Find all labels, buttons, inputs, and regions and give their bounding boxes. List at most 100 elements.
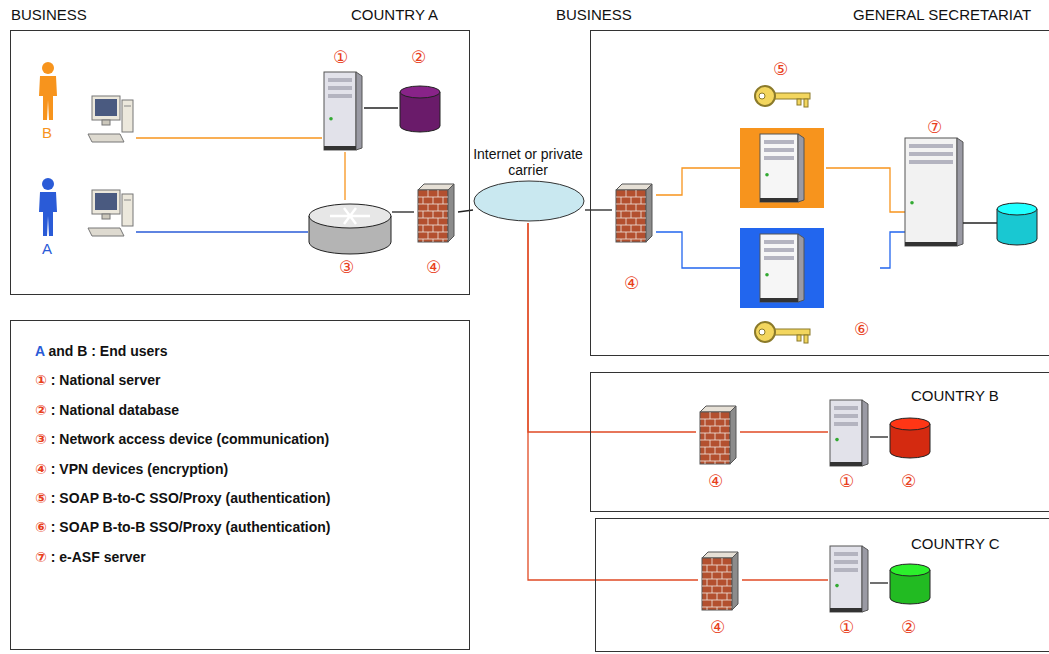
network-cloud: Internet or private carrier	[473, 146, 585, 223]
connector	[528, 223, 698, 580]
legend-text: ③ : Network access device (communication…	[35, 431, 329, 447]
callout-number: ③	[339, 258, 354, 278]
callout-number: ④	[426, 258, 441, 278]
region-heading: BUSINESS	[11, 6, 87, 23]
text-slot: COUNTRY A	[351, 6, 438, 23]
legend-text: ① : National server	[35, 372, 160, 388]
vpn-device: ④	[414, 182, 458, 280]
legend-text: ⑦ : e-ASF server	[35, 549, 146, 565]
callout-number: ⑦	[927, 118, 942, 138]
callout-number: ①	[839, 618, 854, 638]
text-slot: ④	[624, 274, 639, 294]
region-heading: GENERAL SECRETARIAT	[853, 6, 1031, 23]
text-slot: BUSINESS	[556, 6, 632, 23]
connector	[870, 582, 888, 583]
text-slot: COUNTRY C	[911, 535, 1000, 552]
user-label: B	[42, 124, 52, 141]
legend-row: ⑦ : e-ASF server	[35, 549, 146, 565]
region-box: B①②A③④BUSINESSCOUNTRY A	[10, 30, 470, 295]
legend-row: ① : National server	[35, 372, 160, 388]
callout-number: ②	[411, 48, 426, 68]
b2b-proxy: ⑥	[740, 228, 880, 348]
text-slot: A	[42, 240, 52, 257]
connector	[364, 107, 398, 108]
text-slot: COUNTRY B	[911, 387, 999, 404]
legend-row: ④ : VPN devices (encryption)	[35, 461, 228, 477]
legend-text: ⑥ : SOAP B-to-B SSO/Proxy (authenticatio…	[35, 519, 331, 535]
region-box: ④ ① ② COUNTRY B	[590, 372, 1049, 512]
callout-number: ①	[839, 472, 854, 492]
legend-text: ② : National database	[35, 402, 179, 418]
region-box: ④ ① ② COUNTRY C	[595, 518, 1049, 652]
region-heading: BUSINESS	[556, 6, 632, 23]
legend-text: A and B : End users	[35, 343, 168, 359]
national-server: ①	[828, 546, 870, 642]
text-slot: ①	[839, 472, 854, 492]
text-slot: ②	[901, 618, 916, 638]
region-heading: COUNTRY C	[911, 535, 1000, 552]
text-slot: B	[42, 124, 52, 141]
callout-number: ②	[901, 472, 916, 492]
device-icon	[905, 118, 1039, 248]
connector	[656, 232, 740, 268]
text-slot: GENERAL SECRETARIAT	[853, 6, 1031, 23]
connector	[870, 436, 888, 437]
legend-text: ⑤ : SOAP B-to-C SSO/Proxy (authenticatio…	[35, 490, 331, 506]
national-server: ①	[322, 48, 364, 152]
legend-row: ② : National database	[35, 402, 179, 418]
legend-row: ⑥ : SOAP B-to-B SSO/Proxy (authenticatio…	[35, 519, 331, 535]
connector	[742, 579, 828, 580]
callout-number: ②	[901, 618, 916, 638]
text-slot: ⑦	[927, 118, 942, 138]
callout-number: ④	[710, 618, 725, 638]
callout-number: ④	[708, 472, 723, 492]
connector	[458, 210, 473, 212]
text-slot: BUSINESS	[11, 6, 87, 23]
end-user: A	[36, 172, 136, 264]
text-slot: ⑥	[854, 320, 869, 340]
connector	[136, 231, 308, 232]
connector	[880, 232, 905, 268]
connector	[136, 137, 322, 138]
legend-box: A and B : End users ① : National server ② …	[10, 320, 470, 650]
national-server: ①	[828, 400, 870, 496]
cloud-label: Internet or private carrier	[473, 146, 583, 178]
callout-number: ①	[333, 48, 348, 68]
connector	[740, 431, 828, 432]
text-slot: ⑤	[773, 60, 788, 80]
b2c-proxy: ⑤	[740, 60, 826, 210]
text-slot: Internet or private carrier	[473, 146, 583, 178]
connector	[656, 168, 740, 195]
region-heading: COUNTRY A	[351, 6, 438, 23]
connector	[344, 152, 345, 200]
device-icon	[740, 60, 826, 210]
vpn-device: ④	[696, 404, 740, 496]
network-access-device: ③	[308, 200, 392, 280]
text-slot: ③	[339, 258, 354, 278]
connector	[826, 168, 905, 212]
callout-number: ⑥	[854, 320, 869, 340]
vpn-device: ④	[698, 550, 742, 642]
connector	[528, 223, 696, 432]
callout-number: ④	[624, 274, 639, 294]
vpn-device: ④	[612, 182, 656, 296]
legend-row: A and B : End users	[35, 343, 168, 359]
text-slot: ④	[708, 472, 723, 492]
end-user: B	[36, 56, 136, 146]
region-heading: COUNTRY B	[911, 387, 999, 404]
connector	[392, 211, 414, 212]
callout-number: ⑤	[773, 60, 788, 80]
legend-row: ⑤ : SOAP B-to-C SSO/Proxy (authenticatio…	[35, 490, 331, 506]
national-database: ②	[398, 48, 444, 134]
region-box: ④⑤⑥⑦BUSINESSGENERAL SECRETARIAT	[590, 30, 1049, 356]
national-database: ②	[888, 564, 932, 642]
legend-row: ③ : Network access device (communication…	[35, 431, 329, 447]
text-slot: ①	[839, 618, 854, 638]
user-label: A	[42, 240, 52, 257]
text-slot: ①	[333, 48, 348, 68]
easf-server: ⑦	[905, 118, 1039, 248]
national-database: ②	[888, 418, 932, 496]
text-slot: ②	[411, 48, 426, 68]
